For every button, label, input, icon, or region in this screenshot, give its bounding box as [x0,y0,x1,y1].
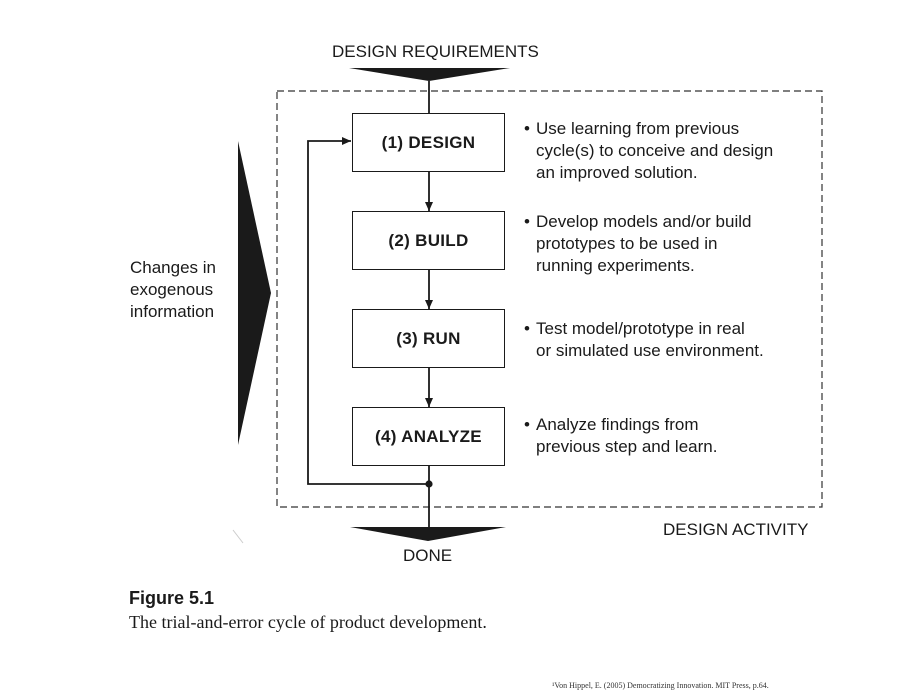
bullet-icon: • [524,119,530,138]
step-analyze-label: (4) ANALYZE [375,426,482,446]
step-run-label: (3) RUN [396,328,461,348]
note-line: Develop models and/or build [536,212,752,231]
note-line: prototypes to be used in [536,234,718,253]
source-citation: ¹Von Hippel, E. (2005) Democratizing Inn… [552,681,769,690]
input-wedge [349,68,510,81]
bullet-icon: • [524,212,530,231]
figure-number: Figure 5.1 [129,588,215,608]
step-analyze-note: • Analyze findings from previous step an… [524,414,816,458]
design-requirements-label: DESIGN REQUIREMENTS [332,42,539,61]
done-label: DONE [403,546,453,565]
note-line: cycle(s) to conceive and design [536,141,774,160]
note-line: or simulated use environment. [536,341,764,360]
step-build-box: (2) BUILD [352,211,505,270]
scan-mark [232,529,244,544]
note-line: Test model/prototype in real [536,319,745,338]
note-line: Analyze findings from [536,415,699,434]
exogenous-info-label: Changes in exogenous information [130,257,216,323]
design-activity-boundary [276,90,823,508]
bullet-icon: • [524,415,530,434]
step-analyze-box: (4) ANALYZE [352,407,505,466]
design-activity-label: DESIGN ACTIVITY [663,520,809,539]
feedback-loop-arrow [307,137,429,485]
note-line: running experiments. [536,256,695,275]
exogenous-info-line-1: Changes in [130,258,217,277]
note-line: previous step and learn. [536,437,718,456]
exogenous-info-triangle [238,141,271,445]
bullet-icon: • [524,319,530,338]
exogenous-info-line-3: information [130,302,215,321]
step-build-note: • Develop models and/or build prototypes… [524,211,816,277]
step-run-note: • Test model/prototype in real or simula… [524,318,816,362]
output-wedge [350,527,506,541]
note-line: an improved solution. [536,163,698,182]
step-run-box: (3) RUN [352,309,505,368]
note-line: Use learning from previous [536,119,740,138]
step-design-note: • Use learning from previous cycle(s) to… [524,118,816,184]
step-design-label: (1) DESIGN [381,132,476,152]
step-design-box: (1) DESIGN [352,113,505,172]
figure-caption: The trial-and-error cycle of product dev… [129,612,487,632]
exogenous-info-line-2: exogenous [130,280,214,299]
step-build-label: (2) BUILD [388,230,469,250]
